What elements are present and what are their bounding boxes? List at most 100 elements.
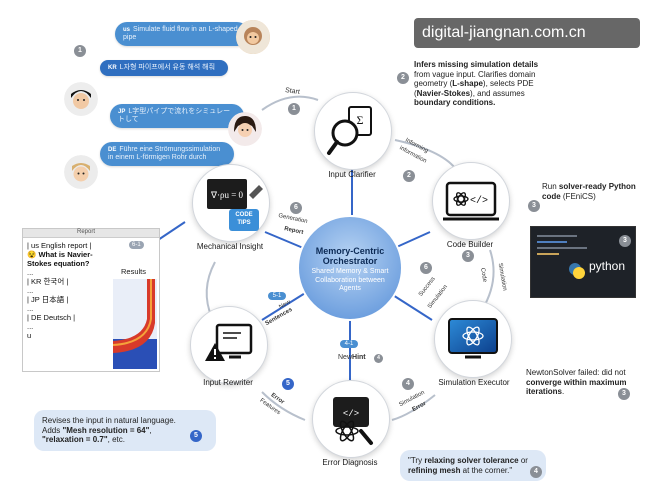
report-panel: Report | us English report | 😵 What is N… [22,228,160,372]
step-badge-5: 5 [282,378,294,390]
callout-bold: boundary conditions. [414,98,496,107]
watermark-text: digital-jiangnan.com.cn [422,24,586,41]
report-question: 😵 What is Navier- [27,250,123,259]
callout-bold: "Mesh resolution = 64" [62,425,150,435]
edge-label-hint-word: Hint [352,354,366,361]
step-badge-2-edge: 2 [403,170,415,182]
avatar-icon [64,155,98,189]
callout-bold: solver-ready Python code [542,182,636,201]
terminal-lines [537,235,587,279]
report-line-us: | us English report | [27,241,92,250]
user-avatar-us [236,20,270,54]
step-badge-2: 2 [397,72,409,84]
watermark-box: digital-jiangnan.com.cn [414,18,640,48]
step-chip-4-1: 4-1 [340,340,358,348]
report-line-jp: | JP 日本語 | [27,295,69,304]
callout-text: Run [542,182,559,191]
svg-text:Σ: Σ [357,113,364,127]
callout-text: ), and assumes [470,88,525,98]
node-label-error-diagnosis: Error Diagnosis [322,458,378,467]
report-step-chip: 6-1 [129,241,144,249]
orchestrator-core [297,215,403,321]
report-dots: ... [27,268,34,277]
node-code-builder[interactable]: </> [432,162,510,240]
input-rewriter-icon [205,323,253,361]
node-input-rewriter[interactable] [190,306,268,384]
step-badge-3-executor: 3 [618,388,630,400]
node-label-mechanical-insight: Mechanical Insight [196,242,264,251]
edge-label-new-hint: NewHint [338,354,366,361]
orchestrator-subtitle: Shared Memory & Smart Collaboration betw… [311,268,389,292]
node-input-clarifier[interactable]: Σ [314,92,392,170]
step-chip-5-1: 5-1 [268,292,286,300]
step-badge-3-edge: 3 [462,250,474,262]
lang-tag: DE [108,147,117,153]
lang-tag: us [123,27,131,33]
code-builder-icon: </> [443,181,499,221]
callout-diagnosis: "Try relaxing solver tolerance or refini… [400,450,546,481]
report-results-label: Results [121,267,147,276]
callout-rewriter: Revises the input in natural language. A… [34,410,216,451]
svg-text:∇·ρu = 0: ∇·ρu = 0 [210,190,244,200]
node-label-text: Simulation Executor [438,378,510,387]
report-text: | us English report | 😵 What is Navier- … [27,241,123,340]
report-emoji: 😵 [27,250,37,259]
callout-text: . [562,387,565,396]
node-label-input-clarifier: Input Clarifier [328,170,376,179]
code-tips-line: CODE [235,212,253,218]
results-flow-plot [113,279,157,369]
report-line-de: | DE Deutsch | [27,313,76,322]
callout-clarifier: Infers missing simulation details from v… [414,60,546,108]
report-title: Report [77,229,96,235]
lang-tag: KR [108,65,117,71]
node-label-simulation-executor: Simulation Executor [424,378,524,387]
avatar-icon [228,112,262,146]
svg-text:</>: </> [470,195,488,207]
step-badge-4-diagnosis: 4 [530,466,542,478]
report-dots: ... [27,286,34,295]
node-error-diagnosis[interactable]: </> [312,380,390,458]
edge-label-new-word: New [338,354,353,361]
step-badge-4-hint: 4 [374,354,383,363]
callout-bold: relaxing solver tolerance [424,456,519,465]
avatar-icon [236,20,270,54]
step-badge-5-rewriter: 5 [190,430,202,442]
step-badge-1: 1 [288,103,300,115]
callout-text: Revises the input in natural language. [42,416,176,425]
step-badge-4: 4 [402,378,414,390]
callout-builder: Run solver-ready Python code (FEniCS) [542,182,642,201]
callout-text: NewtonSolver failed: did not [526,368,626,377]
svg-text:</>: </> [343,409,359,419]
report-u-label: u [27,331,32,340]
report-link [157,221,186,241]
node-label-code-builder: Code Builder [446,240,494,249]
callout-text: "Try [408,456,425,465]
node-simulation-executor[interactable] [434,300,512,378]
callout-bold: Infers missing simulation details [414,60,539,69]
user-avatar-jp [228,112,262,146]
request-text: Simulate fluid flow in an L-shaped pipe [123,26,238,41]
error-diagnosis-icon: </> [333,397,373,445]
user-avatar-de [64,155,98,189]
step-badge-3: 3 [528,200,540,212]
callout-bold: converge within maximum iterations [526,377,627,397]
report-question-line1: What is Navier- [38,250,93,259]
lang-tag: JP [118,109,126,115]
callout-text: or [518,456,528,465]
callout-text: , etc. [107,435,125,444]
request-text: Führe eine Strömungssimulation in einem … [108,146,221,161]
callout-bold: L-shape [452,79,483,88]
report-titlebar: Report [23,229,159,238]
clarifier-icon: Σ [327,106,372,155]
avatar-icon [64,82,98,116]
mechanical-insight-icon: ∇·ρu = 0 [207,179,263,209]
callout-bold: "relaxation = 0.7" [42,435,108,444]
orchestrator-title: Memory-Centric Orchestrator [315,246,385,266]
python-logo-text: python [589,259,626,273]
